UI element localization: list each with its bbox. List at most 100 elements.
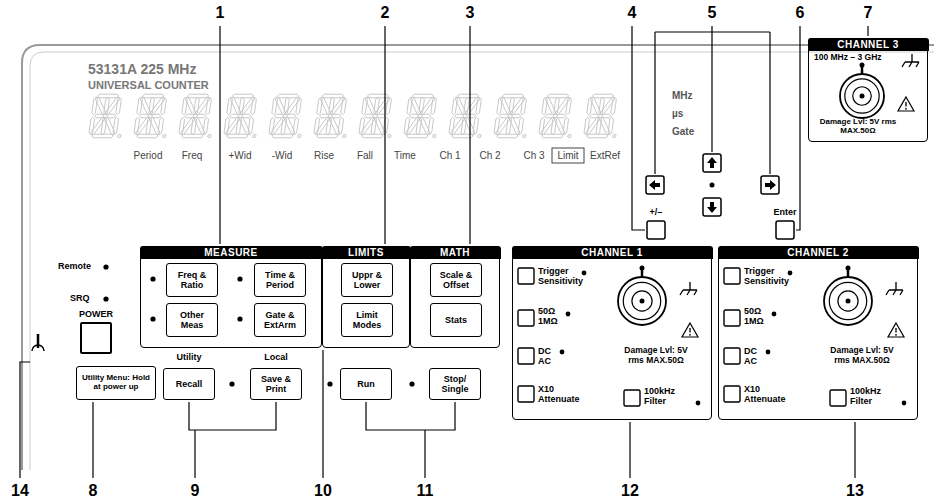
leader-line — [711, 26, 712, 152]
display-annunciator: Time — [385, 150, 425, 161]
callout-number: 1 — [208, 4, 232, 22]
warning-triangle — [898, 97, 914, 111]
leader-line — [854, 422, 855, 478]
button-group-panel: Scale & OffsetStats MATH — [410, 246, 500, 348]
display-annunciator: Rise — [304, 150, 344, 161]
callout-number: 6 — [788, 4, 812, 22]
bayonet-knob — [846, 266, 851, 271]
leader-line — [189, 402, 276, 430]
bnc-insulator — [838, 291, 858, 311]
bnc-connector — [824, 277, 872, 325]
digit-point — [433, 134, 437, 137]
leader-line — [366, 402, 455, 430]
display-annunciator: Period — [128, 150, 168, 161]
panel-label: 100kHz Filter — [850, 386, 902, 406]
display-annunciator: Freq — [172, 150, 212, 161]
arrow-key — [646, 176, 664, 194]
filter-key — [624, 390, 640, 406]
button-label: Limit Modes — [344, 310, 390, 330]
channel-key — [724, 310, 740, 326]
digit-segment — [148, 117, 162, 134]
arrow-key — [703, 154, 721, 172]
button-group-panel: Uppr & LowerLimit ModesLIMITS — [322, 246, 410, 348]
button-label: Time & Period — [257, 270, 303, 290]
housing-outline — [22, 45, 934, 470]
digit-segment — [137, 98, 143, 115]
model-name: 53131A 225 MHz — [88, 62, 238, 78]
panel-label: Remote — [58, 261, 102, 271]
push-button: Time & Period — [254, 263, 306, 297]
bnc-center-pin — [860, 94, 865, 99]
digit-segment — [105, 97, 119, 114]
panel-label: 50Ω 1MΩ — [538, 306, 564, 326]
callout-number: 4 — [620, 4, 644, 22]
indicator-led — [103, 264, 108, 269]
callout-number: 3 — [458, 4, 482, 22]
leader-line — [322, 350, 323, 478]
button-label: POWER — [76, 308, 116, 320]
digit-segment — [283, 117, 297, 134]
digit-point — [298, 134, 302, 137]
digit-point — [523, 134, 527, 137]
display-annunciator: Ch 1 — [430, 150, 470, 161]
callout-number: 10 — [310, 482, 336, 500]
button-label: Scale & Offset — [433, 270, 479, 290]
ground-symbol — [886, 282, 903, 295]
bnc-ring — [829, 282, 866, 319]
digit-point — [388, 134, 392, 137]
digit-segment — [227, 98, 233, 115]
panel-label: X10 Attenuate — [538, 384, 588, 404]
push-button: Run — [340, 368, 392, 400]
digit-point — [253, 134, 257, 137]
leader-line — [92, 402, 93, 478]
ground-symbol — [680, 282, 697, 295]
segment-digit — [133, 94, 172, 138]
display-annunciator: Fall — [345, 150, 385, 161]
digit-segment — [452, 98, 458, 115]
channel-key — [724, 268, 740, 284]
group-heading: MATH — [410, 246, 501, 259]
digit-segment — [563, 118, 569, 135]
digit-segment — [330, 97, 344, 114]
power-switch: POWER — [76, 308, 116, 356]
group-heading: CHANNEL 2 — [718, 246, 919, 259]
warning-dot — [689, 334, 691, 336]
segment-digit — [358, 94, 397, 138]
digit-segment — [553, 117, 567, 134]
button-label: Uppr & Lower — [344, 270, 390, 290]
digit-segment — [226, 117, 240, 134]
panel-label: 100 MHz – 3 GHz — [814, 53, 906, 63]
button-label: Recall — [176, 379, 203, 389]
indicator-led — [103, 296, 108, 301]
display-annunciator: Gate — [672, 126, 702, 137]
warning-dot — [895, 334, 897, 336]
bnc-center-pin — [846, 299, 851, 304]
digit-segment — [316, 117, 330, 134]
channel-key — [518, 310, 534, 326]
warning-triangle — [888, 323, 904, 337]
warning-mark — [905, 102, 906, 107]
digit-segment — [103, 117, 117, 134]
button-label: Stats — [445, 315, 467, 325]
callout-number: 7 — [856, 4, 880, 22]
digit-segment — [497, 98, 503, 115]
panel-label: Enter — [767, 207, 803, 217]
digit-segment — [586, 117, 600, 134]
push-button: Scale & Offset — [430, 263, 482, 297]
digit-segment — [406, 117, 420, 134]
indicator-led — [696, 401, 701, 406]
indicator-led — [788, 271, 793, 276]
callout-number: 8 — [80, 482, 106, 500]
bnc-ring — [623, 282, 660, 319]
panel-label: Trigger Sensitivity — [744, 266, 808, 286]
callout-number: 14 — [7, 482, 33, 500]
indicator-led — [766, 350, 771, 355]
push-button: Recall — [163, 368, 215, 400]
leader-line — [867, 26, 868, 36]
model-name: UNIVERSAL COUNTER — [88, 79, 238, 91]
panel-label: Local — [256, 352, 296, 362]
digit-segment — [182, 98, 188, 115]
bnc-connector — [618, 277, 666, 325]
digit-segment — [451, 117, 465, 134]
